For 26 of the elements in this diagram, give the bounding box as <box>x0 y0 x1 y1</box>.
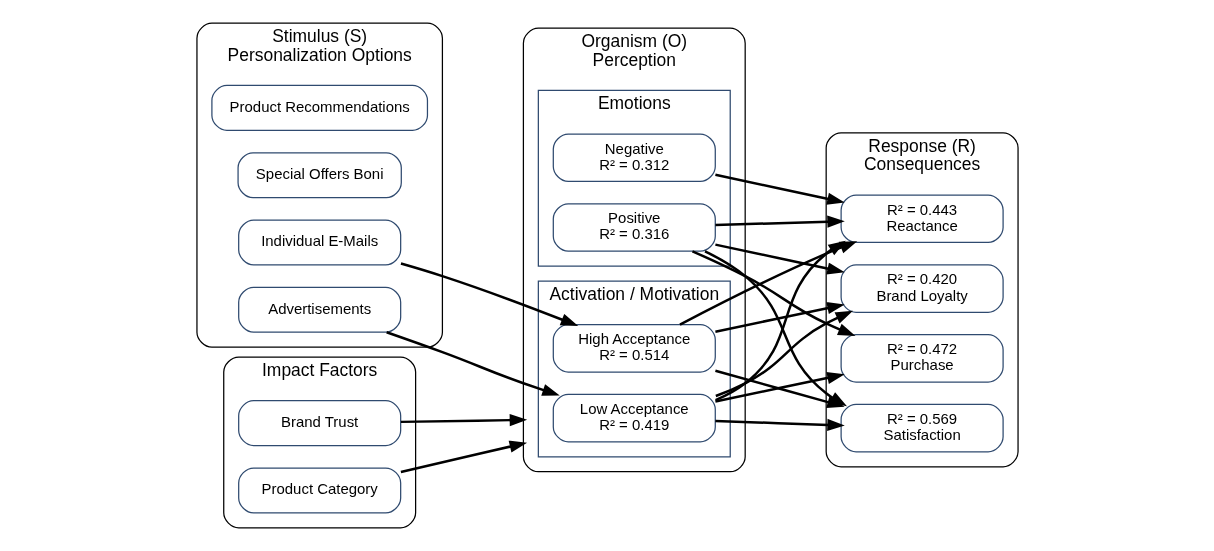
node-box: Special Offers Boni <box>236 152 402 199</box>
arrow <box>400 414 527 427</box>
node-box: Brand Trust <box>237 400 401 447</box>
node-box: Product Category <box>237 467 401 514</box>
node-box: R² = 0.420 Brand Loyalty <box>840 264 1004 313</box>
node-box: Advertisements <box>237 286 401 333</box>
arrow <box>714 215 845 228</box>
arrow <box>714 418 845 431</box>
node-box: R² = 0.443 Reactance <box>840 194 1004 244</box>
node-box: Product Recommendations <box>210 84 428 131</box>
node-box: Negative R² = 0.312 <box>552 133 716 183</box>
node-box: Individual E-Mails <box>237 219 401 266</box>
node-box: High Acceptance R² = 0.514 <box>552 324 716 373</box>
arrow <box>400 262 578 327</box>
arrow <box>714 240 846 402</box>
arrow <box>714 243 845 275</box>
arrow <box>678 241 857 326</box>
arrow <box>691 250 855 337</box>
arrow <box>400 440 527 474</box>
arrow <box>714 173 845 205</box>
node-box: Low Acceptance R² = 0.419 <box>552 393 716 443</box>
node-box: Positive R² = 0.316 <box>552 203 716 252</box>
node-box: R² = 0.569 Satisfaction <box>840 403 1004 453</box>
node-box: R² = 0.472 Purchase <box>840 334 1004 383</box>
arrow <box>714 302 845 333</box>
arrow <box>714 310 853 398</box>
